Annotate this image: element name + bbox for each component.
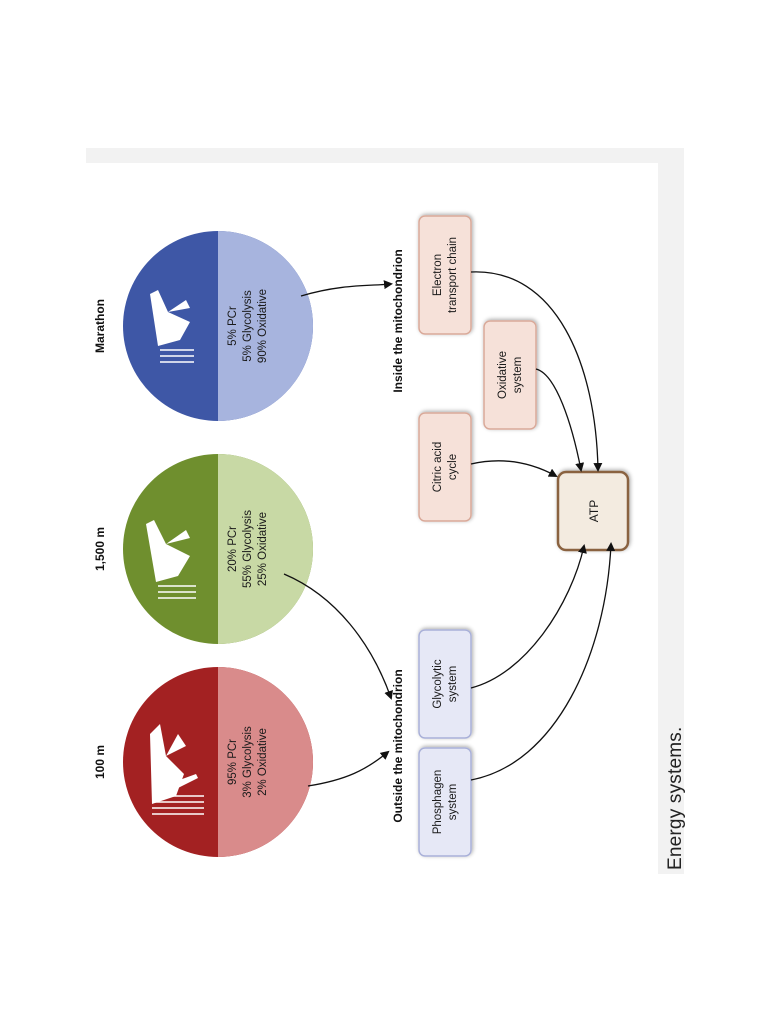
event-1500m-line-1: 20% PCr [227, 526, 239, 572]
phosphagen-label-2: system [447, 784, 459, 820]
oxidative-system-box: Oxidative system [483, 320, 537, 430]
atp-label: ATP [587, 500, 601, 522]
phosphagen-system-box: Phosphagen system [418, 747, 472, 857]
arrow-citric-to-atp [470, 460, 558, 477]
event-1500m-title: 1,500 m [93, 527, 107, 571]
electron-transport-chain-box: Electron transport chain [418, 215, 472, 335]
sprinter-100m-icon [150, 724, 204, 815]
arrow-marathon-to-inside [300, 280, 393, 297]
event-100m-line-3: 2% Oxidative [257, 728, 269, 796]
arrow-1500m-to-outside [283, 573, 393, 700]
event-marathon-title: Marathon [93, 299, 107, 353]
arrow-electron-to-atp [470, 271, 603, 472]
section-outside-heading: Outside the mitochondrion [391, 669, 405, 822]
event-100m: 100 m 95% PCr 3% Glycolysis 2% Oxidative [93, 667, 313, 857]
glycolytic-system-box: Glycolytic system [418, 629, 472, 739]
figure-caption: Energy systems. [665, 726, 686, 870]
runner-marathon-icon [150, 290, 194, 363]
arrow-oxidative-to-atp [535, 368, 585, 472]
electron-label-1: Electron [432, 254, 444, 296]
figure-panel: 100 m 95% PCr 3% Glycolysis 2% Oxidative [86, 148, 684, 874]
electron-label-2: transport chain [447, 237, 459, 313]
event-marathon-line-1: 5% PCr [227, 306, 239, 346]
arrow-100m-to-outside [307, 750, 390, 787]
figure-inner: 100 m 95% PCr 3% Glycolysis 2% Oxidative [86, 163, 658, 874]
event-1500m-line-3: 25% Oxidative [257, 512, 269, 586]
arrow-phosphagen-to-atp [470, 542, 616, 781]
event-marathon-line-2: 5% Glycolysis [242, 290, 254, 362]
event-1500m: 1,500 m 20% PCr 55% Glycolysis 25% Oxida… [93, 454, 313, 644]
event-100m-line-1: 95% PCr [227, 739, 239, 785]
event-marathon: Marathon 5% PCr 5% Glycolysis 90% Oxidat… [93, 231, 313, 421]
oxidative-label-1: Oxidative [497, 351, 509, 399]
citric-label-2: cycle [447, 454, 459, 480]
oxidative-label-2: system [512, 357, 524, 393]
citric-acid-cycle-box: Citric acid cycle [418, 412, 472, 522]
circle-marathon-light [218, 231, 313, 421]
glycolytic-label-2: system [447, 666, 459, 702]
glycolytic-label-1: Glycolytic [432, 659, 444, 708]
event-1500m-line-2: 55% Glycolysis [242, 510, 254, 588]
event-marathon-line-3: 90% Oxidative [257, 289, 269, 363]
event-100m-title: 100 m [93, 745, 107, 779]
energy-systems-diagram: 100 m 95% PCr 3% Glycolysis 2% Oxidative [93, 215, 630, 857]
runner-1500m-icon [146, 520, 196, 599]
circle-1500m-light [218, 454, 313, 644]
section-inside-heading: Inside the mitochondrion [391, 249, 405, 392]
citric-label-1: Citric acid [432, 442, 444, 492]
event-100m-line-2: 3% Glycolysis [242, 726, 254, 798]
atp-box: ATP [556, 470, 630, 552]
circle-100m-light [218, 667, 313, 857]
phosphagen-label-1: Phosphagen [432, 770, 444, 835]
arrow-glycolytic-to-atp [470, 544, 587, 689]
